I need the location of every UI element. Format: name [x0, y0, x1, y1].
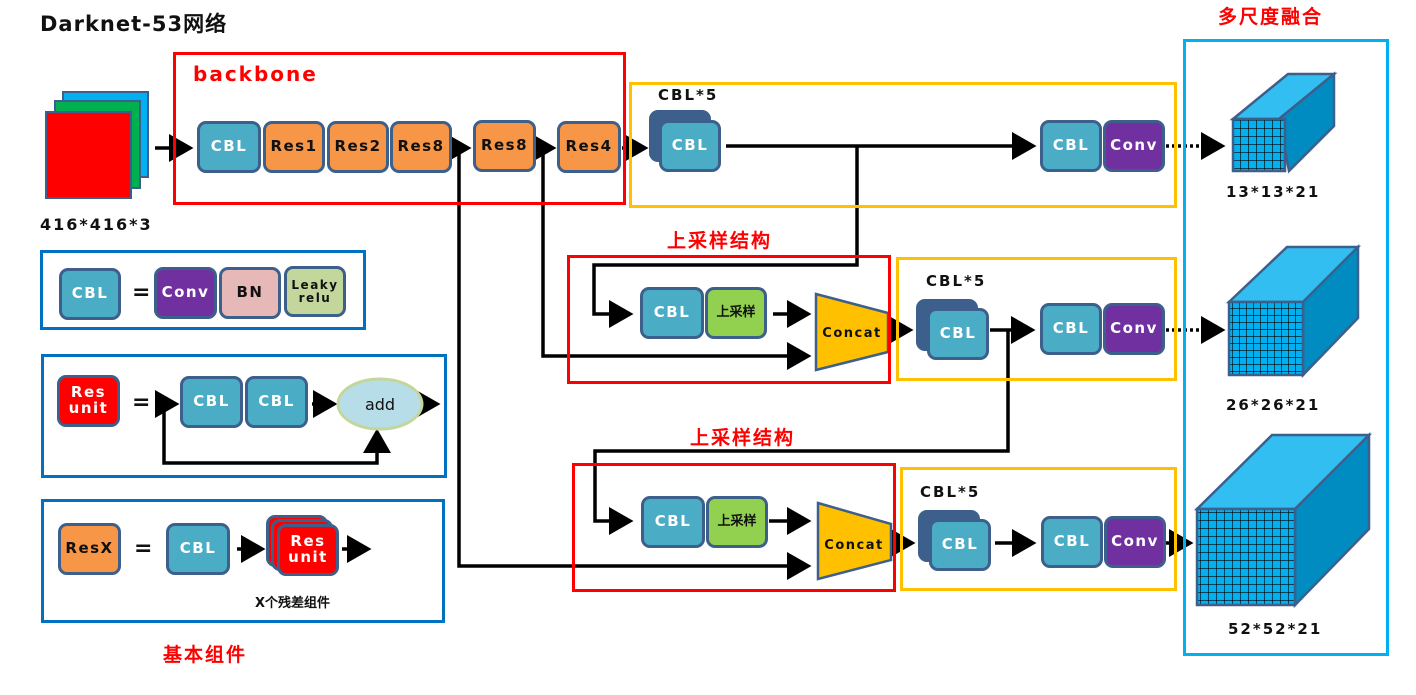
branch3-head-conv: Conv — [1104, 516, 1166, 568]
branch1-stack-label: CBL*5 — [658, 86, 719, 104]
diagram-title: Darknet-53网络 — [40, 12, 228, 36]
upsample2-title: 上采样结构 — [690, 427, 796, 449]
output-cube-52 — [1193, 431, 1373, 609]
branch2-stack-label: CBL*5 — [926, 272, 987, 290]
upsample2-op: 上采样 — [706, 496, 768, 548]
branch2-stack-cbl: CBL — [927, 308, 989, 360]
output-cube-13 — [1229, 71, 1338, 174]
backbone-res4: Res4 — [557, 121, 621, 173]
legend-resunit: Res unit — [57, 375, 120, 427]
concat-label-2: Concat — [824, 538, 883, 553]
upsample1-op: 上采样 — [705, 287, 767, 339]
legend-resx-frame — [41, 499, 445, 623]
legend-resx: ResX — [58, 523, 121, 575]
route-res8-concat2 — [457, 148, 812, 580]
legend-conv: Conv — [154, 267, 217, 319]
legend-resunit-equals: = — [132, 390, 151, 415]
branch3-stack-label: CBL*5 — [920, 483, 981, 501]
branch2-head-cbl: CBL — [1040, 303, 1102, 355]
backbone-res8-b: Res8 — [473, 120, 536, 172]
backbone-cbl: CBL — [197, 121, 261, 173]
legend-resunit-cbl1: CBL — [180, 376, 243, 428]
legend-cbl: CBL — [59, 268, 121, 320]
output-dims-13: 13*13*21 — [1226, 183, 1321, 201]
backbone-frame — [173, 52, 626, 205]
branch3-frame — [900, 467, 1177, 591]
legend-title: 基本组件 — [163, 644, 248, 666]
branch3-head-cbl: CBL — [1041, 516, 1103, 568]
branch1-stack-cbl: CBL — [659, 120, 721, 172]
legend-leaky-relu: Leaky relu — [284, 266, 346, 317]
backbone-label: backbone — [193, 62, 318, 86]
route-b2-upsample — [593, 330, 1010, 535]
upsample1-cbl: CBL — [640, 287, 704, 339]
backbone-res1: Res1 — [263, 121, 325, 173]
legend-resx-caption: X个残差组件 — [255, 596, 331, 611]
output-dims-26: 26*26*21 — [1226, 396, 1321, 414]
upsample2-cbl: CBL — [641, 496, 705, 548]
output-dims-52: 52*52*21 — [1228, 620, 1323, 638]
upsample1-frame — [567, 255, 891, 384]
legend-cbl-equals: = — [132, 280, 151, 305]
legend-resx-cbl: CBL — [166, 523, 230, 575]
branch2-head-conv: Conv — [1103, 303, 1165, 355]
route-legend-skip — [162, 404, 391, 465]
backbone-res8-a: Res8 — [390, 121, 452, 173]
upsample2-frame — [572, 463, 896, 592]
branch1-head-conv: Conv — [1103, 120, 1165, 172]
concat-label-1: Concat — [822, 326, 881, 341]
branch2-frame — [896, 257, 1177, 381]
legend-bn: BN — [219, 267, 281, 319]
concat-shape-2 — [816, 501, 893, 581]
legend-resx-unit: Res unit — [277, 524, 339, 576]
legend-resunit-frame — [41, 354, 447, 478]
add-node — [336, 377, 424, 431]
branch3-stack-cbl: CBL — [929, 519, 991, 571]
fusion-frame — [1183, 39, 1389, 656]
backbone-res2: Res2 — [327, 121, 389, 173]
route-b1-upsample — [592, 146, 859, 328]
output-cube-26 — [1225, 243, 1362, 379]
upsample1-title: 上采样结构 — [667, 230, 773, 252]
branch1-head-cbl: CBL — [1040, 120, 1102, 172]
fusion-title: 多尺度融合 — [1218, 6, 1324, 28]
route-res8-concat1 — [541, 148, 812, 370]
legend-resunit-cbl2: CBL — [245, 376, 308, 428]
input-image-icon — [45, 91, 149, 199]
legend-resx-equals: = — [134, 536, 153, 561]
input-dims: 416*416*3 — [40, 215, 153, 234]
legend-cbl-frame — [40, 250, 366, 330]
add-label: add — [365, 395, 395, 414]
branch1-frame — [629, 82, 1177, 208]
